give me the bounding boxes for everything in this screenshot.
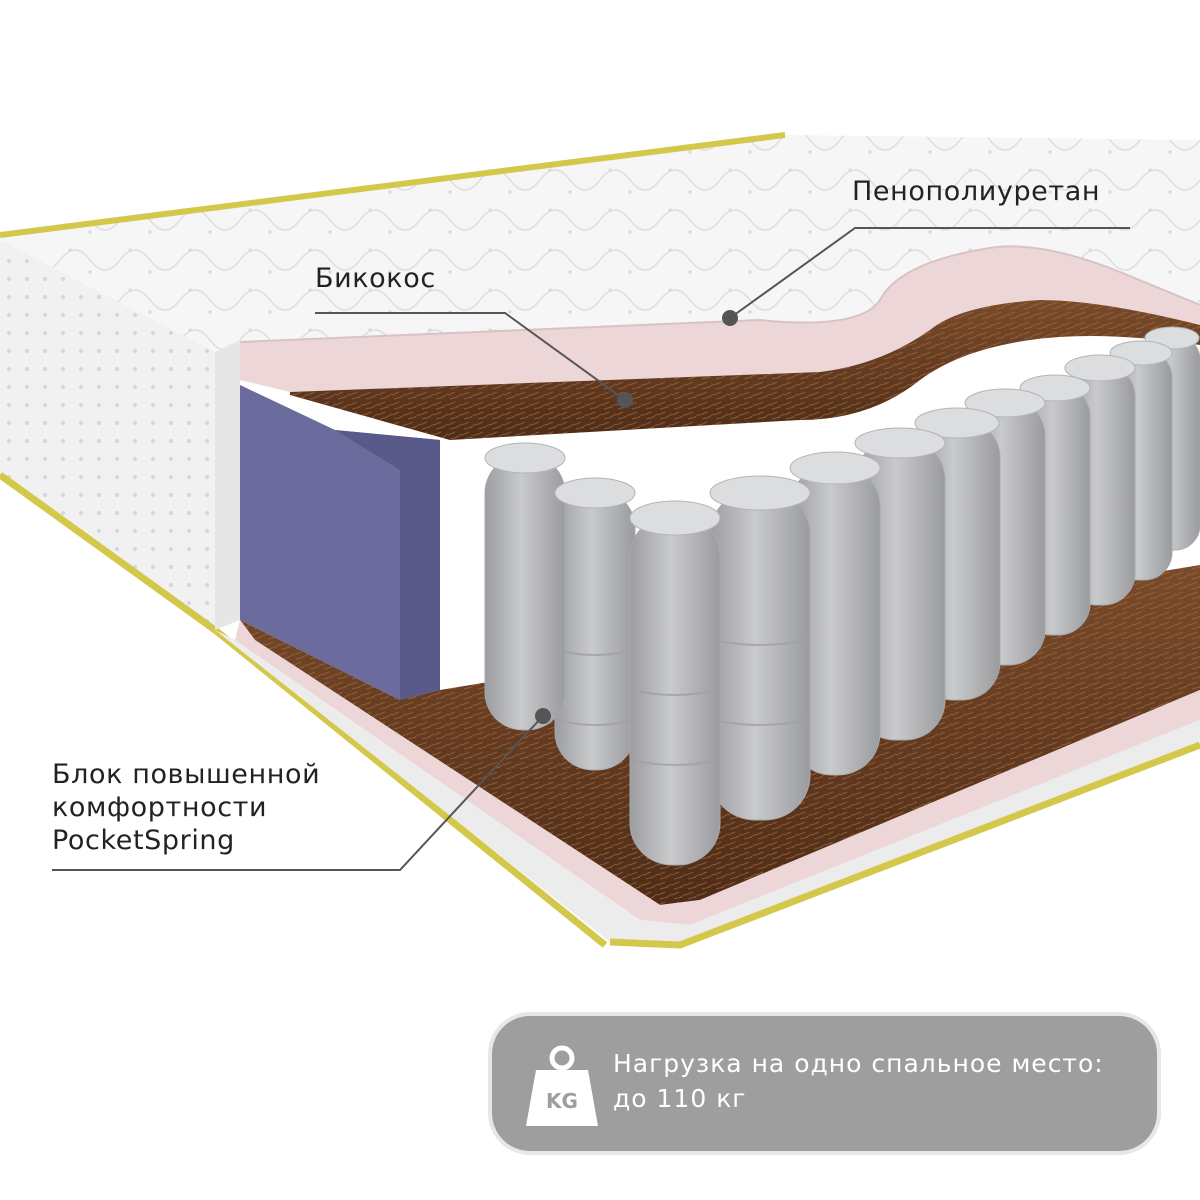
weight-kg-icon: KG bbox=[526, 1045, 598, 1126]
load-capacity-line1: Нагрузка на одно спальное место: bbox=[613, 1049, 1104, 1078]
foam-callout-line bbox=[729, 227, 1130, 319]
top-piping bbox=[0, 132, 786, 238]
block-callout-line bbox=[52, 715, 544, 871]
pocket-spring-label-line2: комфортности bbox=[52, 792, 268, 823]
coconut-callout-line bbox=[315, 312, 626, 401]
pocket-spring-label: Блок повышенной комфортности PocketSprin… bbox=[52, 758, 320, 857]
load-capacity-text: Нагрузка на одно спальное место: до 110 … bbox=[613, 1046, 1133, 1116]
coconut-callout-dot bbox=[617, 392, 633, 408]
block-callout-dot bbox=[535, 708, 551, 724]
foam-label: Пенополиуретан bbox=[852, 175, 1100, 208]
load-capacity-badge: KG Нагрузка на одно спальное место: до 1… bbox=[492, 1016, 1157, 1151]
pocket-spring-label-line3: PocketSpring bbox=[52, 825, 235, 856]
coconut-label-text: Бикокос bbox=[315, 263, 436, 294]
callout-lines bbox=[52, 227, 1130, 871]
coconut-label: Бикокос bbox=[315, 262, 436, 295]
bottom-foam-layer bbox=[235, 620, 1200, 925]
load-capacity-line2: до 110 кг bbox=[613, 1084, 747, 1113]
pocket-spring-label-line1: Блок повышенной bbox=[52, 759, 321, 790]
weight-icon-text: KG bbox=[546, 1089, 578, 1113]
foam-label-text: Пенополиуретан bbox=[852, 176, 1101, 207]
top-foam-layer bbox=[240, 246, 1200, 392]
foam-callout-dot bbox=[722, 310, 738, 326]
pocket-spring-block bbox=[484, 326, 1200, 866]
